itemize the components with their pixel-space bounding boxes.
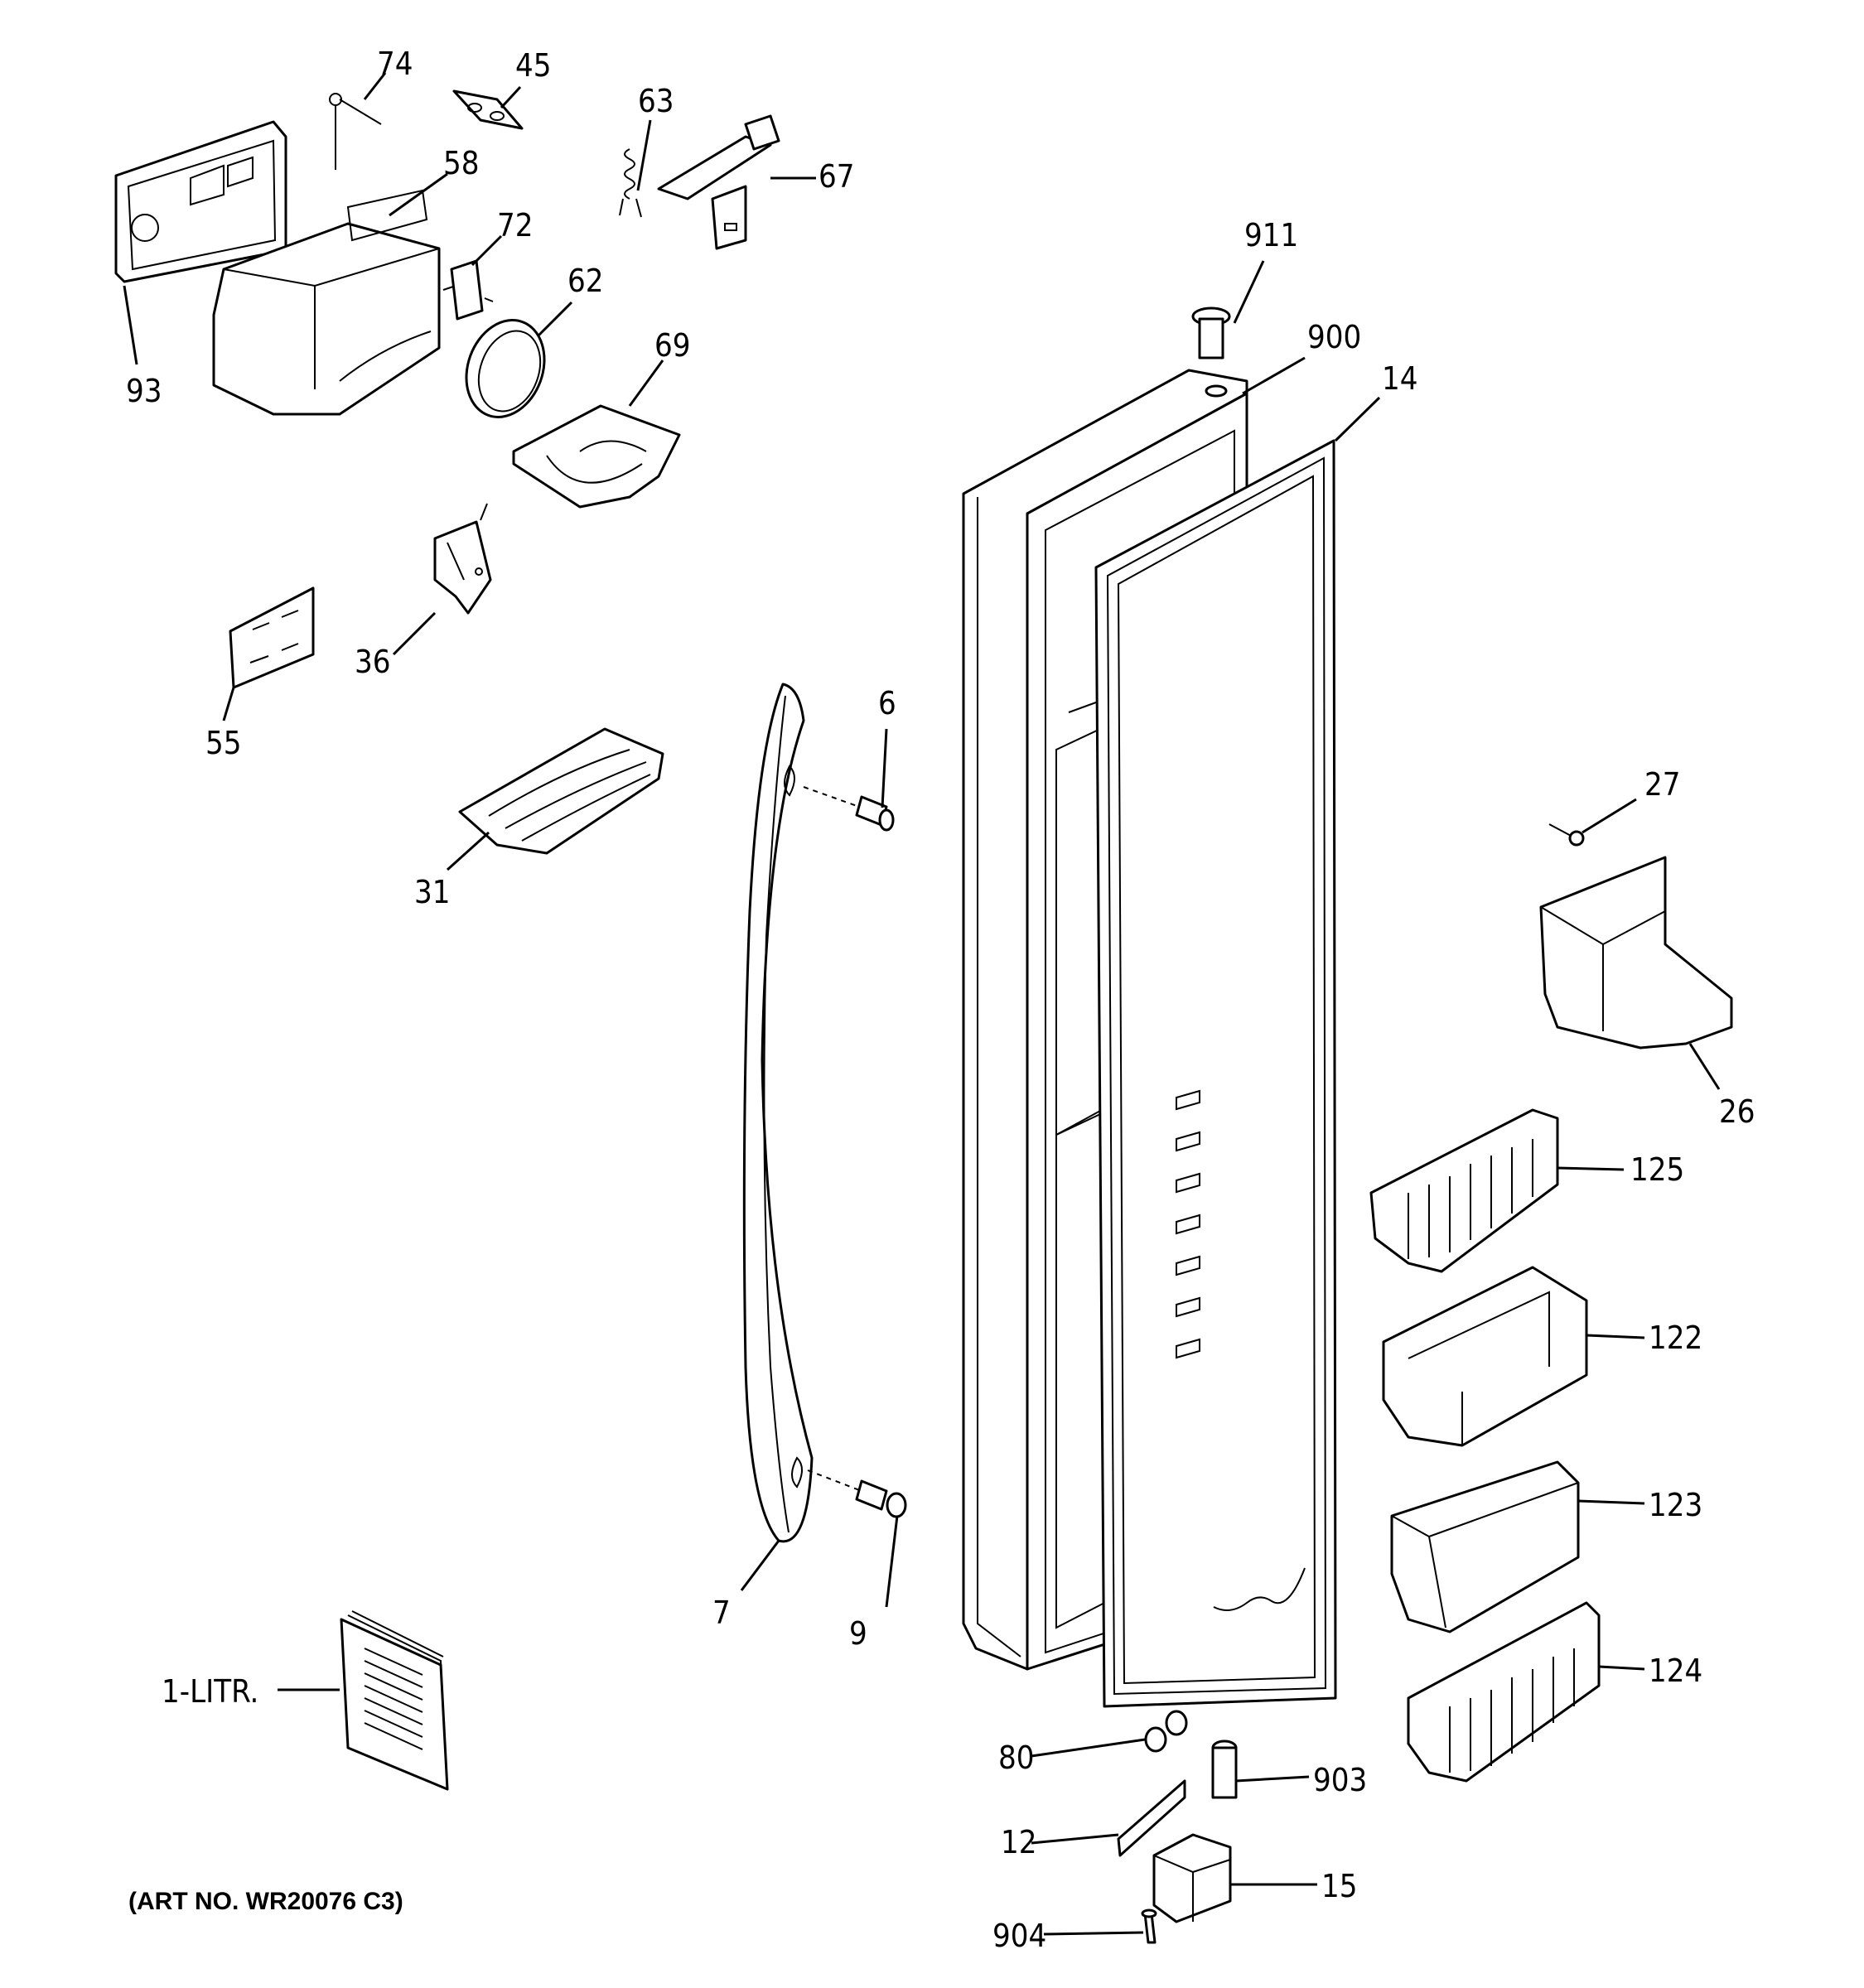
label-12: 12 [1001, 1824, 1037, 1860]
label-124: 124 [1649, 1653, 1702, 1689]
spring-63-drawing [619, 148, 642, 218]
label-36: 36 [355, 644, 391, 680]
label-6: 6 [878, 685, 896, 721]
label-1-litr: 1-LITR. [162, 1673, 258, 1710]
shim-12-drawing [1117, 1779, 1186, 1857]
hinge-15-drawing [1152, 1833, 1232, 1923]
wire-shelf-125-drawing [1369, 1108, 1559, 1273]
actuator-67-drawing [657, 114, 780, 250]
label-122: 122 [1649, 1320, 1702, 1356]
label-7: 7 [712, 1595, 731, 1631]
door-gasket-drawing [1094, 439, 1337, 1708]
switch-plate-55-drawing [229, 586, 315, 689]
bushing-911-drawing [1191, 306, 1231, 359]
plug-80-drawing [1144, 1710, 1188, 1753]
bushing-903-drawing [1211, 1740, 1238, 1799]
bracket-36-drawing [433, 503, 492, 615]
chute-69-drawing [512, 404, 681, 509]
label-900: 900 [1307, 319, 1361, 355]
leader-lines [123, 72, 1721, 1936]
label-80: 80 [998, 1740, 1035, 1776]
screw-904-drawing [1141, 1908, 1157, 1944]
label-15: 15 [1321, 1868, 1358, 1904]
label-14: 14 [1382, 360, 1418, 397]
ring-62-drawing [465, 319, 546, 418]
label-9: 9 [849, 1615, 867, 1652]
wire-shelf-124-drawing [1407, 1601, 1601, 1783]
part-labels: 74 45 63 58 67 72 62 69 93 911 900 14 36… [126, 46, 1755, 1954]
control-board-drawing [114, 120, 287, 283]
door-handle-drawing [742, 683, 814, 1543]
label-67: 67 [819, 158, 855, 195]
label-62: 62 [567, 263, 604, 299]
drip-tray-31-drawing [458, 727, 664, 855]
dispenser-housing-drawing [212, 189, 441, 416]
label-125: 125 [1630, 1151, 1684, 1188]
handle-screws-drawing [803, 786, 907, 1518]
spring-74-drawing [329, 93, 382, 170]
bracket-45-drawing [452, 89, 524, 130]
label-26: 26 [1719, 1093, 1755, 1130]
label-31: 31 [414, 874, 451, 910]
label-45: 45 [515, 47, 552, 84]
screw-27-drawing [1548, 823, 1585, 847]
cover-26-drawing [1539, 856, 1733, 1049]
bin-123-drawing [1390, 1460, 1580, 1633]
label-69: 69 [654, 327, 691, 364]
label-904: 904 [992, 1918, 1046, 1954]
label-123: 123 [1649, 1487, 1702, 1523]
label-74: 74 [377, 46, 413, 82]
label-72: 72 [497, 207, 534, 244]
switch-72-drawing [442, 259, 494, 321]
label-911: 911 [1244, 217, 1298, 253]
label-55: 55 [205, 725, 242, 761]
bin-122-drawing [1382, 1266, 1588, 1447]
label-93: 93 [126, 373, 162, 409]
literature-booklet-drawing [340, 1610, 449, 1791]
art-number: (ART NO. WR20076 C3) [128, 1888, 403, 1915]
label-27: 27 [1644, 766, 1681, 803]
label-903: 903 [1313, 1762, 1367, 1798]
label-58: 58 [443, 145, 480, 181]
label-63: 63 [638, 83, 674, 119]
